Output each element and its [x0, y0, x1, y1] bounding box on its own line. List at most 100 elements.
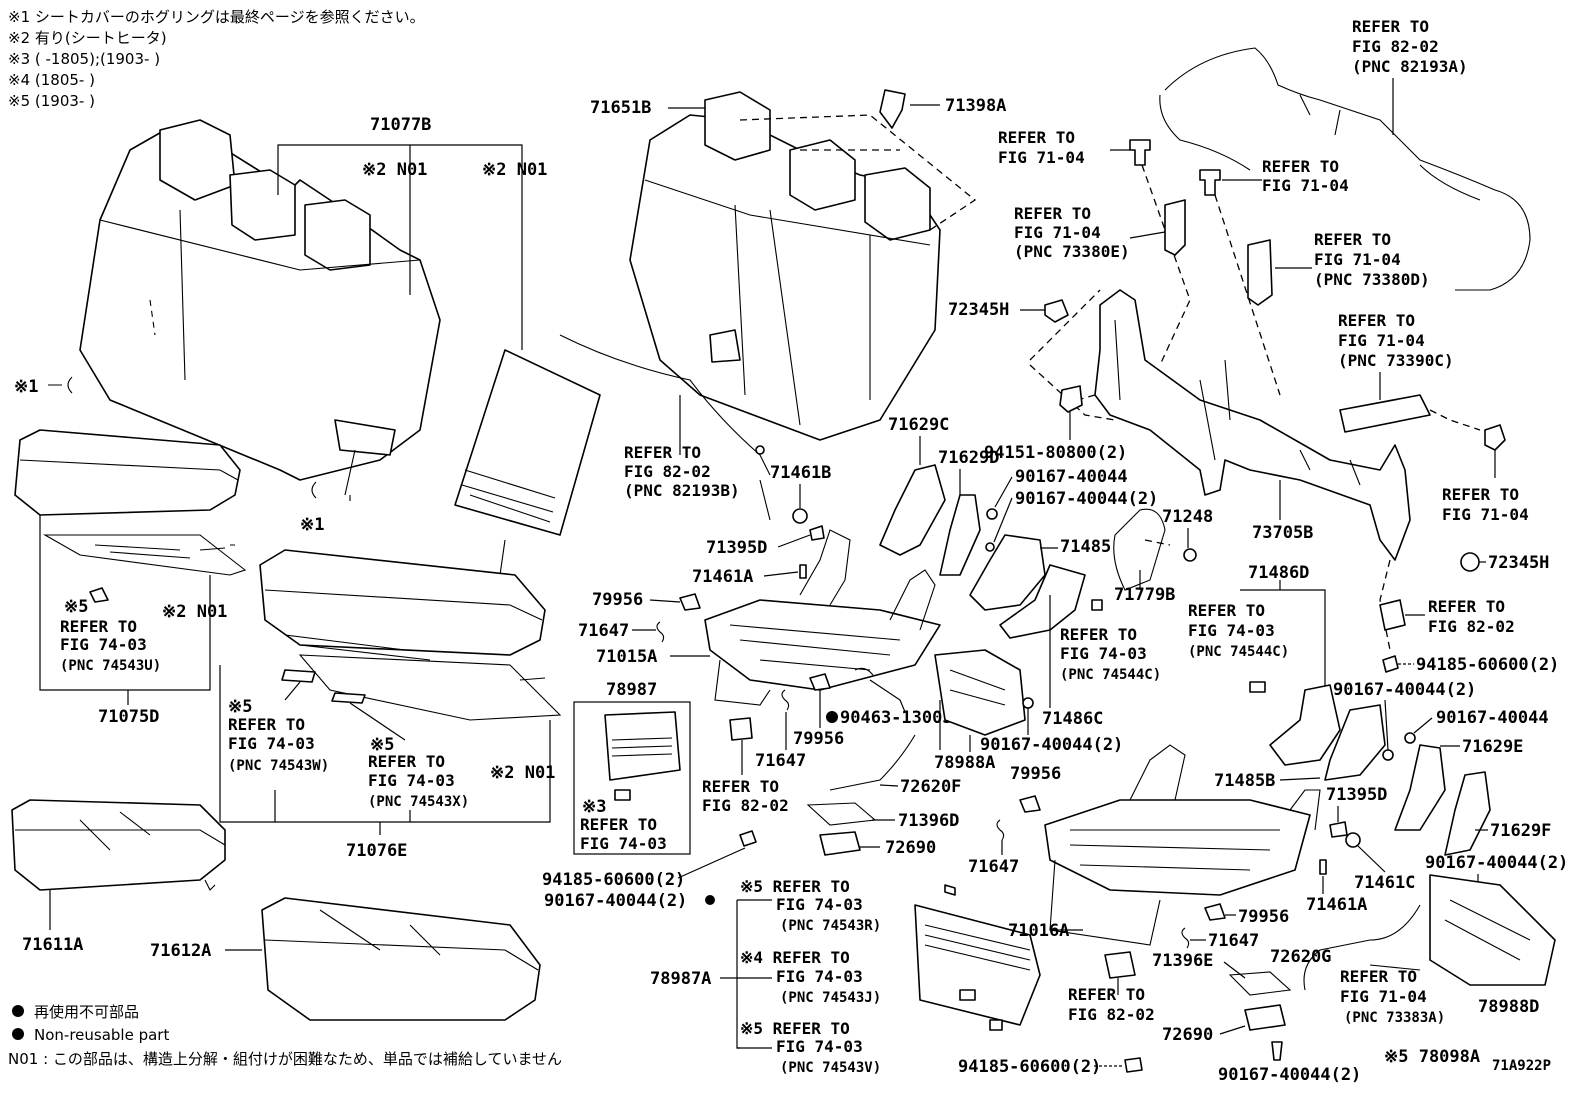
callout-71076E: 71076E ※2 N01	[219, 665, 555, 861]
label-71486C: 71486C	[1042, 709, 1103, 729]
ref-74543V-l1: FIG 74-03	[776, 1037, 863, 1056]
ref-7104c-l0: REFER TO	[1442, 485, 1519, 504]
ref-74544C-b-l1: FIG 74-03	[1188, 621, 1275, 640]
ref-74543R-l0: ※5 REFER TO	[740, 877, 850, 896]
label-94185-b: 94185-60600(2)	[958, 1057, 1101, 1077]
label-94151: 94151-80800(2)	[984, 443, 1127, 463]
ref-74544C-b-l0: REFER TO	[1188, 601, 1265, 620]
svg-text:(PNC 74543R): (PNC 74543R)	[780, 918, 881, 934]
ref-74543X-l1: REFER TO	[368, 752, 445, 771]
label-79956-d: 79956	[1238, 907, 1289, 927]
ref-73390C-l0: REFER TO	[1338, 311, 1415, 330]
ref-74543U-l0: ※5	[64, 597, 88, 617]
ref-74543R-l1: FIG 74-03	[776, 895, 863, 914]
label-79956-c: 79956	[1010, 764, 1061, 784]
label-71629F: 71629F	[1490, 821, 1551, 841]
part-71398A: 71398A	[879, 89, 1006, 129]
label-71076E: 71076E	[346, 841, 407, 861]
label-73705B: 73705B	[1252, 523, 1313, 543]
svg-text:※5: ※5	[370, 735, 394, 755]
ref-7104a-l0: REFER TO	[998, 128, 1075, 147]
ref-74543X-l2: FIG 74-03	[368, 771, 455, 790]
label-71779B: 71779B	[1114, 585, 1175, 605]
ref-73380E-l2: (PNC 73380E)	[1014, 242, 1130, 261]
label-94185-c: 94185-60600(2)	[1416, 655, 1559, 675]
label-72690-a: 72690	[885, 838, 936, 858]
ref-73390C-l2: (PNC 73390C)	[1338, 351, 1454, 370]
label-72345H-a: 72345H	[948, 300, 1009, 320]
svg-text:(PNC 74544C): (PNC 74544C)	[1188, 644, 1289, 660]
ref-82193B-l2: (PNC 82193B)	[624, 481, 740, 500]
ref-73383A-l0: REFER TO	[1340, 967, 1417, 986]
ref-8202c-l0: REFER TO	[1068, 985, 1145, 1004]
figure-code: 71A922P	[1492, 1058, 1551, 1074]
label-71398A: 71398A	[945, 96, 1006, 116]
callout-71075D: 71075D ※2 N01	[39, 515, 227, 727]
label-90167-g: 90167-40044	[1436, 708, 1549, 728]
seat-cover-71612A: 71612A	[150, 897, 541, 1021]
ref-73383A-l1: FIG 71-04	[1340, 987, 1427, 1006]
note-2: ※2 有り(シートヒータ)	[8, 29, 167, 47]
ref-74544C-a-l0: REFER TO	[1060, 625, 1137, 644]
ref-74543U-l1: REFER TO	[60, 617, 137, 636]
label-mark1-b: ※1	[300, 515, 324, 535]
ref-73380E-l0: REFER TO	[1014, 204, 1091, 223]
label-72620F: 72620F	[900, 777, 961, 797]
seat-back-assembly-illustration	[79, 119, 441, 501]
label-n2-n01-b: ※2 N01	[482, 160, 547, 180]
label-90167-d: 90167-40044(2)	[980, 735, 1123, 755]
ref-74544C-b-l2: (PNC 74544C)	[1188, 644, 1289, 660]
seat-heater-pad-upper	[454, 349, 601, 576]
label-71461A-b: 71461A	[1306, 895, 1367, 915]
small-parts-center-left: 71461B 71395D 71461A 79956 71647 71015A	[578, 463, 831, 667]
label-n2-n01-a: ※2 N01	[362, 160, 427, 180]
ref-8202b-l1: FIG 82-02	[1428, 617, 1515, 636]
seat-cover-71611A: 71611A	[11, 799, 226, 955]
ref-74543W-l1: REFER TO	[228, 715, 305, 734]
callout-71077B: 71077B ※2 N01 ※2 N01	[277, 115, 547, 350]
legend-jp: 再使用不可部品	[34, 1003, 139, 1021]
ref-73380D-l2: (PNC 73380D)	[1314, 270, 1430, 289]
label-72690-b: 72690	[1162, 1025, 1213, 1045]
label-71485B: 71485B	[1214, 771, 1275, 791]
label-94185-a: 94185-60600(2)	[542, 870, 685, 890]
label-90167-h: 90167-40044(2)	[1425, 853, 1568, 873]
label-90167-b: 90167-40044	[1015, 467, 1128, 487]
svg-text:(PNC 74544C): (PNC 74544C)	[1060, 667, 1161, 683]
label-71396E: 71396E	[1152, 951, 1213, 971]
label-71485: 71485	[1060, 537, 1111, 557]
label-90167-a: 90167-40044(2)	[544, 891, 687, 911]
ref-n3-l2: FIG 74-03	[580, 834, 667, 853]
seat-cushion-left-illustration	[14, 429, 247, 603]
svg-text:(PNC 74543V): (PNC 74543V)	[780, 1060, 881, 1076]
label-71396D: 71396D	[898, 811, 959, 831]
label-n2-n01-c: ※2 N01	[162, 602, 227, 622]
label-n2-n01-d: ※2 N01	[490, 763, 555, 783]
ref-74543V-l0: ※5 REFER TO	[740, 1019, 850, 1038]
note-5: ※5 (1903- )	[8, 92, 95, 110]
label-71629C: 71629C	[888, 415, 949, 435]
ref-n3-l0: ※3	[582, 797, 606, 817]
svg-text:(PNC 74543U): (PNC 74543U)	[60, 658, 161, 674]
ref-73390C-l1: FIG 71-04	[1338, 331, 1425, 350]
ref-82193A-l2: (PNC 82193A)	[1352, 57, 1468, 76]
label-mark1-a: ※1	[14, 377, 38, 397]
label-71611A: 71611A	[22, 935, 83, 955]
svg-text:(PNC 74543W): (PNC 74543W)	[228, 758, 329, 774]
svg-text:※5: ※5	[64, 597, 88, 617]
